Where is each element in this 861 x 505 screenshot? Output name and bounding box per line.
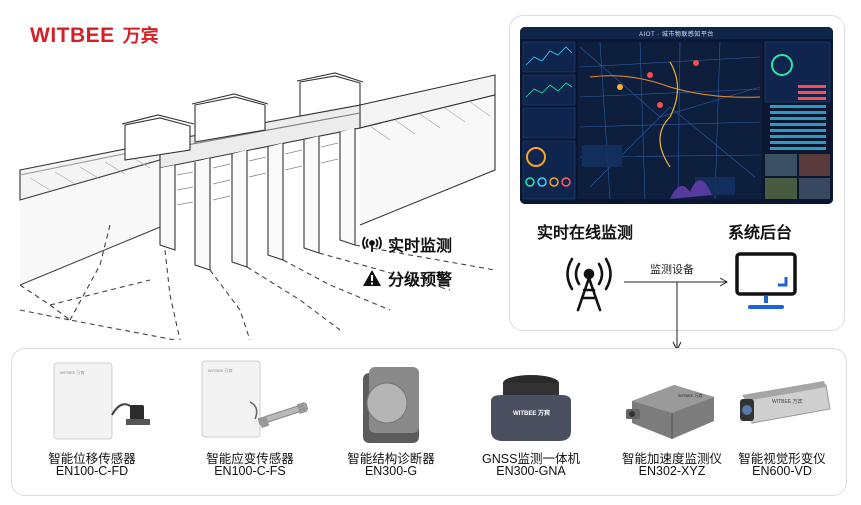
brand-logo: WITBEE 万宾 (30, 22, 159, 48)
device-card[interactable]: WITBEE 万宾 智能视觉形变仪 EN600-VD (712, 349, 852, 497)
device-model: EN100-C-FD (55, 464, 129, 478)
brand-name-en: WITBEE (30, 24, 115, 47)
antenna-tower-icon (566, 257, 612, 312)
device-name: 智能视觉形变仪 (738, 452, 826, 466)
device-name: 智能应变传感器 (206, 452, 294, 466)
device-brand-mark: WITBEE 万宾 (208, 367, 232, 373)
warning-triangle-icon (363, 270, 381, 286)
device-brand-mark: WITBEE 万宾 (772, 398, 803, 405)
flow-arrows (624, 277, 729, 352)
device-model: EN300-GNA (496, 464, 566, 478)
monitor-icon (735, 252, 797, 309)
gnss-unit-image: WITBEE 万宾 (491, 375, 571, 441)
device-card[interactable]: WITBEE 万宾 智能位移传感器 EN100-C-FD (22, 349, 162, 497)
device-model: EN302-XYZ (638, 464, 706, 478)
device-brand-mark: WITBEE 万宾 (678, 392, 702, 398)
device-model: EN300-G (364, 464, 418, 478)
device-name: 智能结构诊断器 (347, 452, 435, 466)
tiered-warning-label: 分级预警 (362, 266, 452, 290)
realtime-monitor-label: 实时监测 (362, 232, 452, 256)
displacement-sensor-image: WITBEE 万宾 (53, 362, 150, 440)
device-model: EN100-C-FS (214, 464, 286, 478)
device-brand-mark: WITBEE 万宾 (513, 409, 550, 417)
device-card[interactable]: WITBEE 万宾 智能应变传感器 EN100-C-FS (180, 349, 320, 497)
device-model: EN600-VD (752, 464, 812, 478)
device-name: 智能位移传感器 (48, 452, 136, 466)
accelerometer-image: WITBEE 万宾 (626, 385, 714, 439)
device-name: GNSS监测一体机 (482, 452, 580, 466)
structural-diagnostic-image (363, 367, 419, 443)
device-name: 智能加速度监测仪 (621, 452, 722, 466)
antenna-signal-icon (362, 236, 382, 252)
realtime-monitor-text: 实时监测 (388, 238, 453, 255)
monitoring-label: 实时在线监测 (537, 225, 634, 242)
device-card[interactable]: WITBEE 万宾 GNSS监测一体机 EN300-GNA (461, 349, 601, 497)
brand-name-cn: 万宾 (122, 26, 159, 46)
flow-label: 监测设备 (650, 264, 694, 276)
device-card[interactable]: WITBEE 万宾 智能加速度监测仪 EN302-XYZ (602, 349, 742, 497)
dashboard-map (520, 27, 833, 204)
device-card[interactable]: 智能结构诊断器 EN300-G (321, 349, 461, 497)
dashboard-title: AIOT · 城市物联感知平台 (639, 32, 714, 38)
vision-deformation-image: WITBEE 万宾 (740, 381, 831, 424)
dam-feature-labels: 实时监测 分级预警 (362, 232, 452, 300)
dam-sluice-illustration (19, 72, 496, 340)
strain-sensor-image: WITBEE 万宾 (201, 360, 309, 438)
devices-panel: WITBEE 万宾 智能位移传感器 EN100-C-FD WITBEE 万宾 智… (11, 348, 847, 496)
monitoring-system-panel: AIOT · 城市物联感知平台 实时在线监测 系统后台 监测设备 (509, 15, 845, 352)
backend-label: 系统后台 (728, 225, 793, 242)
device-brand-mark: WITBEE 万宾 (60, 369, 84, 375)
tiered-warning-text: 分级预警 (388, 272, 453, 289)
dashboard-screenshot: AIOT · 城市物联感知平台 (520, 27, 833, 204)
